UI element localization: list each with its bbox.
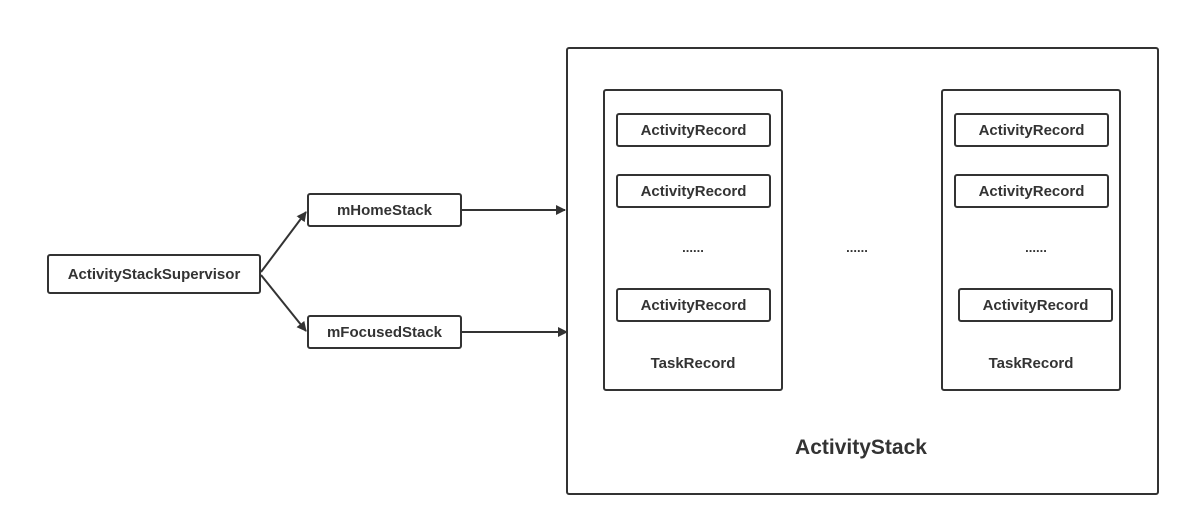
task-record-ellipsis: ...... (846, 240, 868, 255)
home-stack-box: mHomeStack (307, 193, 462, 227)
activity-record-label: ActivityRecord (978, 182, 1085, 200)
activity-record-label: ActivityRecord (640, 121, 747, 139)
activity-record-ellipsis: ...... (682, 240, 704, 255)
activity-record-label: ActivityRecord (982, 296, 1089, 314)
activity-stack-label: ActivityStack (795, 436, 927, 459)
activity-stack-supervisor-label: ActivityStackSupervisor (67, 265, 241, 283)
activity-record-label: ActivityRecord (640, 182, 747, 200)
focused-stack-label: mFocusedStack (326, 323, 443, 341)
activity-stack-supervisor-box: ActivityStackSupervisor (47, 254, 261, 294)
activity-record-box: ActivityRecord (616, 174, 771, 208)
arrow-supervisor-to-focused-stack (260, 274, 307, 332)
arrow-supervisor-to-home-stack (260, 211, 307, 273)
task-record-label: TaskRecord (650, 355, 736, 372)
activity-record-box: ActivityRecord (954, 113, 1109, 147)
activity-record-label: ActivityRecord (978, 121, 1085, 139)
activity-record-ellipsis: ...... (1025, 240, 1047, 255)
focused-stack-box: mFocusedStack (307, 315, 462, 349)
activity-record-box: ActivityRecord (958, 288, 1113, 322)
activity-record-label: ActivityRecord (640, 296, 747, 314)
task-record-label: TaskRecord (988, 355, 1074, 372)
activity-record-box: ActivityRecord (616, 288, 771, 322)
activity-record-box: ActivityRecord (954, 174, 1109, 208)
activity-record-box: ActivityRecord (616, 113, 771, 147)
home-stack-label: mHomeStack (336, 201, 433, 219)
